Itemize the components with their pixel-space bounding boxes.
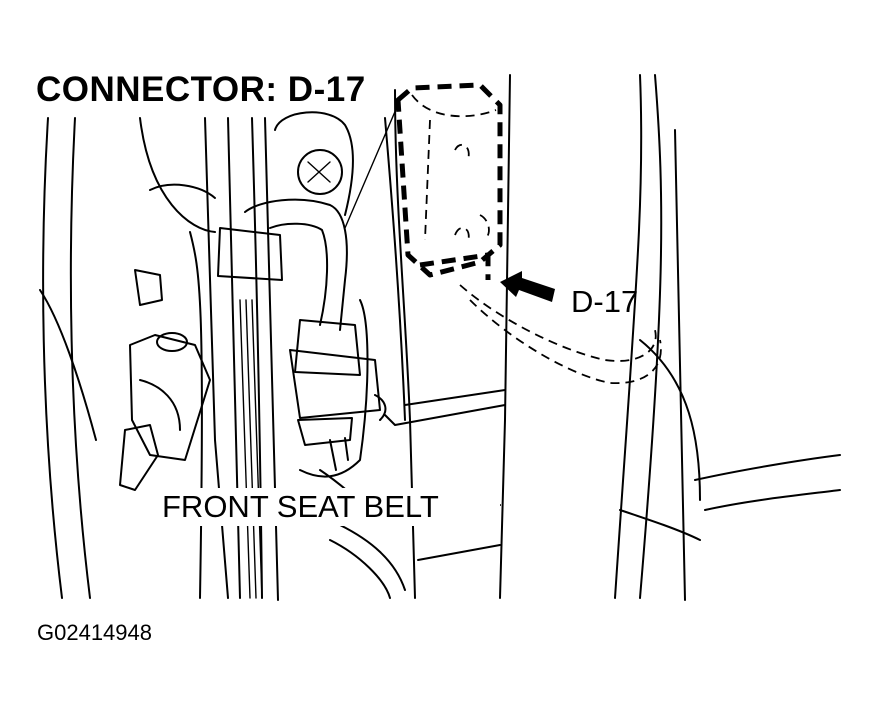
pointer-arrow-icon — [500, 271, 555, 302]
figure-code: G02414948 — [37, 620, 152, 645]
belt-harness — [217, 198, 387, 478]
anchor-bolt — [274, 111, 354, 216]
diagram-title: CONNECTOR: D-17 — [36, 70, 366, 109]
door-latch-bracket — [119, 269, 211, 491]
component-callout: FRONT SEAT BELT — [162, 489, 439, 524]
connector-callout: D-17 — [571, 284, 639, 319]
door-opening-lines — [39, 117, 216, 599]
connector-d17-hidden — [395, 82, 662, 384]
quarter-panel — [614, 74, 841, 601]
leader-line — [344, 99, 401, 229]
label-backing — [158, 488, 500, 526]
